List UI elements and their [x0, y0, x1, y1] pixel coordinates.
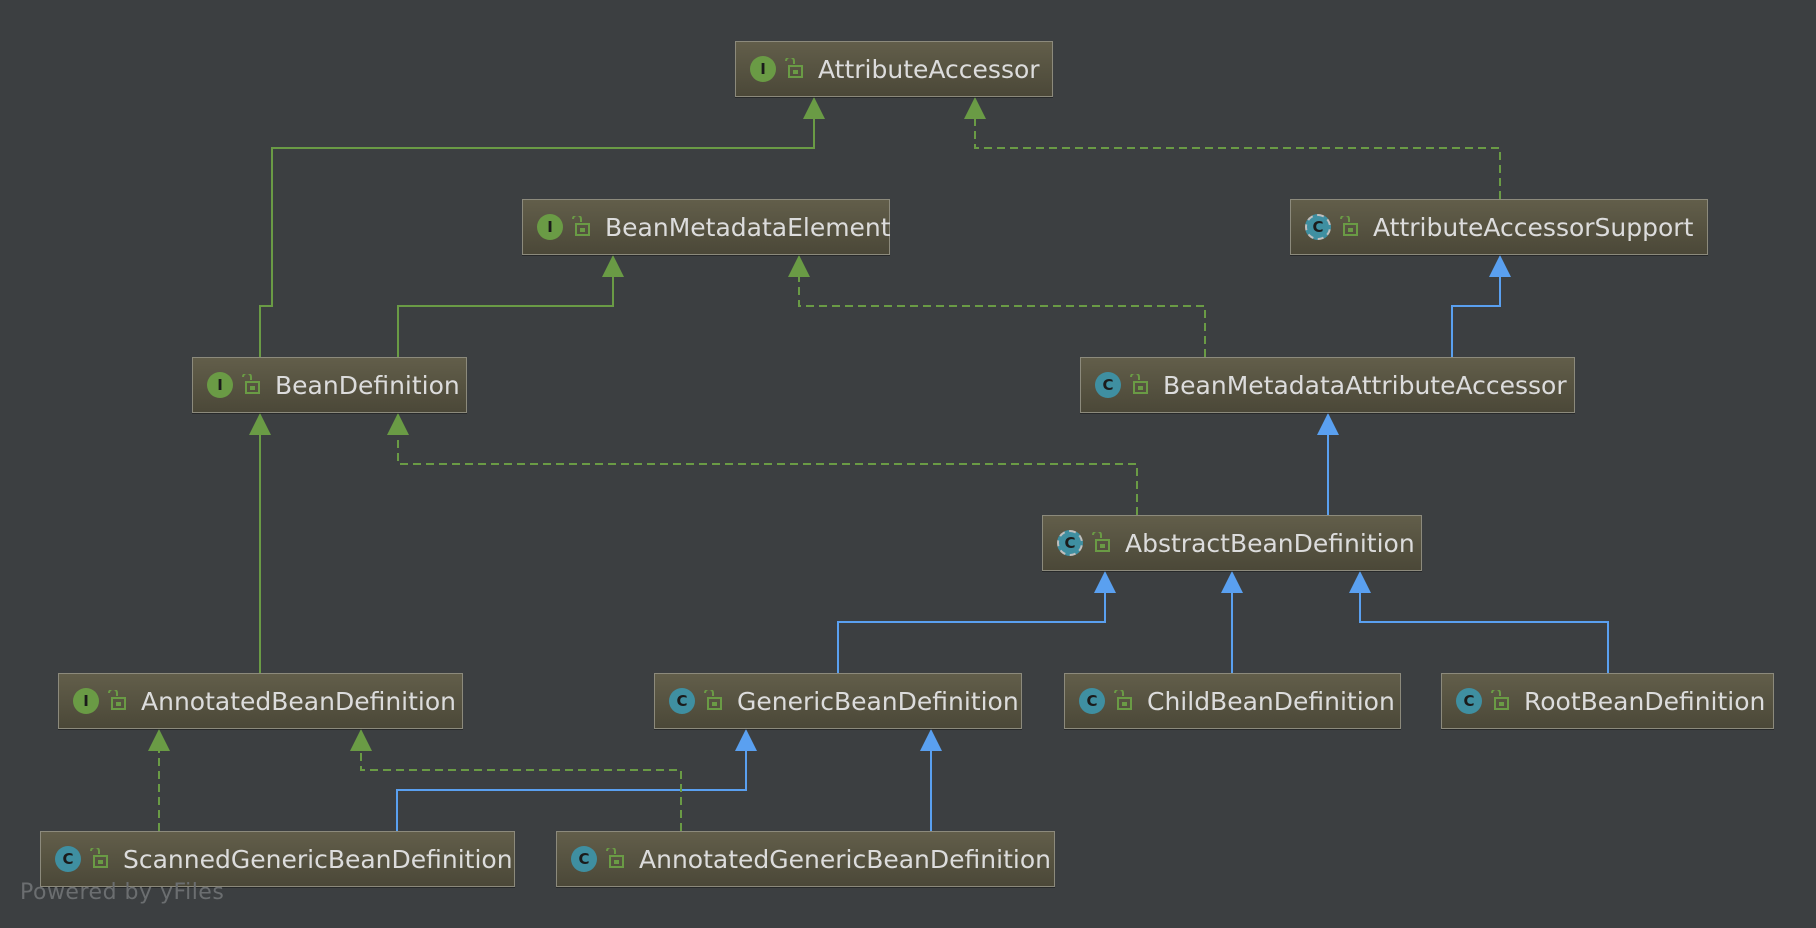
edge-line [360, 749, 682, 831]
unlock-icon [1114, 690, 1132, 710]
arrowhead [788, 255, 810, 277]
arrowhead [1094, 571, 1116, 593]
unlock-icon [1491, 690, 1509, 710]
node-root-bean-definition[interactable]: C RootBeanDefinition [1441, 673, 1774, 729]
unlock-icon [108, 690, 126, 710]
arrowhead [387, 413, 409, 435]
edge-scanned_generic_bean_definition-to-annotated_bean_definition [148, 729, 170, 831]
edge-generic_bean_definition-to-abstract_bean_definition [837, 571, 1116, 673]
node-scanned-generic-bean-definition[interactable]: C ScannedGenericBeanDefinition [40, 831, 515, 887]
edge-bean_definition-to-attribute_accessor [259, 97, 825, 357]
arrowhead [920, 729, 942, 751]
node-label: AbstractBeanDefinition [1125, 528, 1415, 558]
node-label: ScannedGenericBeanDefinition [123, 844, 513, 874]
node-label: ChildBeanDefinition [1147, 686, 1395, 716]
edge-attribute_accessor_support-to-attribute_accessor [964, 97, 1501, 199]
class-icon: C [571, 846, 597, 872]
abstract-class-icon: C [1305, 214, 1331, 240]
arrowhead [1221, 571, 1243, 593]
edge-line [397, 433, 1138, 515]
arrowhead [1317, 413, 1339, 435]
node-label: BeanMetadataAttributeAccessor [1163, 370, 1567, 400]
node-label: BeanMetadataElement [605, 212, 891, 242]
edge-line [1451, 275, 1501, 357]
unlock-icon [606, 848, 624, 868]
node-bean-metadata-attribute-accessor[interactable]: C BeanMetadataAttributeAccessor [1080, 357, 1575, 413]
node-label: AttributeAccessorSupport [1373, 212, 1694, 242]
arrowhead [964, 97, 986, 119]
unlock-icon [1340, 216, 1358, 236]
node-abstract-bean-definition[interactable]: C AbstractBeanDefinition [1042, 515, 1422, 571]
edge-line [837, 591, 1106, 673]
unlock-icon [242, 374, 260, 394]
edge-child_bean_definition-to-abstract_bean_definition [1221, 571, 1243, 673]
edge-root_bean_definition-to-abstract_bean_definition [1349, 571, 1609, 673]
unlock-icon [785, 58, 803, 78]
interface-icon: I [537, 214, 563, 240]
edge-bean_metadata_attribute_accessor-to-bean_metadata_element [788, 255, 1206, 357]
edge-abstract_bean_definition-to-bean_definition [387, 413, 1138, 515]
edge-bean_definition-to-bean_metadata_element [397, 255, 624, 357]
class-icon: C [669, 688, 695, 714]
arrowhead [350, 729, 372, 751]
node-label: AnnotatedBeanDefinition [141, 686, 457, 716]
interface-icon: I [73, 688, 99, 714]
interface-icon: I [750, 56, 776, 82]
class-icon: C [55, 846, 81, 872]
node-label: RootBeanDefinition [1524, 686, 1766, 716]
arrowhead [803, 97, 825, 119]
node-annotated-bean-definition[interactable]: I AnnotatedBeanDefinition [58, 673, 463, 729]
interface-icon: I [207, 372, 233, 398]
edge-annotated_generic_bean_definition-to-generic_bean_definition [920, 729, 942, 831]
node-label: BeanDefinition [275, 370, 460, 400]
arrowhead [602, 255, 624, 277]
arrowhead [1349, 571, 1371, 593]
class-icon: C [1079, 688, 1105, 714]
edge-line [396, 749, 747, 831]
arrowhead [735, 729, 757, 751]
node-bean-metadata-element[interactable]: I BeanMetadataElement [522, 199, 891, 255]
node-annotated-generic-bean-definition[interactable]: C AnnotatedGenericBeanDefinition [556, 831, 1055, 887]
node-attribute-accessor[interactable]: I AttributeAccessor [735, 41, 1053, 97]
unlock-icon [704, 690, 722, 710]
unlock-icon [90, 848, 108, 868]
edge-annotated_generic_bean_definition-to-annotated_bean_definition [350, 729, 682, 831]
edge-abstract_bean_definition-to-bean_metadata_attribute_accessor [1317, 413, 1339, 515]
edge-scanned_generic_bean_definition-to-generic_bean_definition [396, 729, 757, 831]
edge-line [974, 117, 1501, 199]
node-label: GenericBeanDefinition [737, 686, 1019, 716]
node-bean-definition[interactable]: I BeanDefinition [192, 357, 467, 413]
edge-line [397, 275, 614, 357]
node-generic-bean-definition[interactable]: C GenericBeanDefinition [654, 673, 1022, 729]
arrowhead [148, 729, 170, 751]
edge-line [1359, 591, 1609, 673]
class-icon: C [1095, 372, 1121, 398]
edge-annotated_bean_definition-to-bean_definition [249, 413, 271, 673]
arrowhead [249, 413, 271, 435]
edge-line [798, 275, 1206, 357]
edge-line [259, 117, 815, 357]
edge-bean_metadata_attribute_accessor-to-attribute_accessor_support [1451, 255, 1511, 357]
unlock-icon [1092, 532, 1110, 552]
arrowhead [1489, 255, 1511, 277]
abstract-class-icon: C [1057, 530, 1083, 556]
node-attribute-accessor-support[interactable]: C AttributeAccessorSupport [1290, 199, 1708, 255]
node-label: AnnotatedGenericBeanDefinition [639, 844, 1051, 874]
unlock-icon [1130, 374, 1148, 394]
node-child-bean-definition[interactable]: C ChildBeanDefinition [1064, 673, 1401, 729]
node-label: AttributeAccessor [818, 54, 1040, 84]
unlock-icon [572, 216, 590, 236]
watermark: Powered by yFiles [20, 880, 225, 905]
class-icon: C [1456, 688, 1482, 714]
